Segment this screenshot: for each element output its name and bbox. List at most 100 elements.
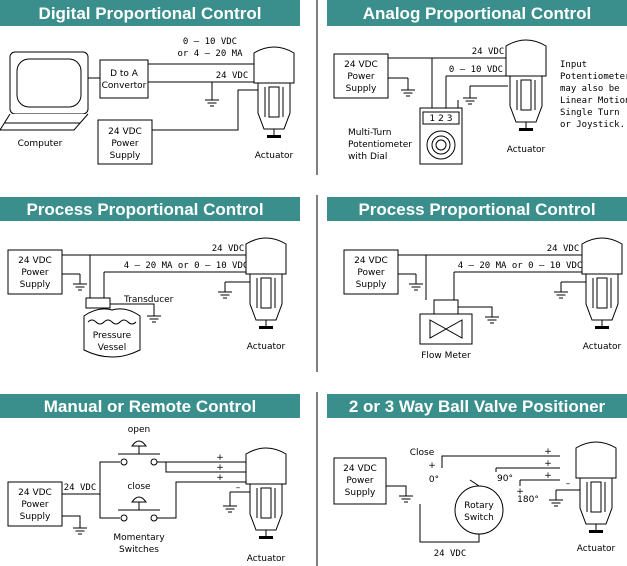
signal-label: 4 – 20 MA or 0 – 10 VDC (124, 261, 249, 271)
panel-analog-proportional: Analog Proportional Control 24 VDC Power… (327, 0, 627, 165)
power-supply-box (7, 481, 63, 527)
pot-label: Potentiometer (348, 140, 412, 150)
panel-process-vessel: Process Proportional Control 24 VDC Powe… (0, 197, 300, 358)
rotary-label: Switch (464, 513, 494, 523)
supply-label: Power (111, 139, 139, 149)
transducer-label: Transducer (123, 295, 174, 305)
panel-manual-remote: Manual or Remote Control 24 VDC Power Su… (0, 394, 300, 564)
ground-icon (408, 283, 424, 291)
actuator-label: Actuator (247, 554, 286, 564)
close-label: close (127, 482, 151, 492)
plus-sign: + (516, 487, 524, 497)
switches-label: Switches (119, 545, 159, 555)
note-text: Input (560, 60, 587, 70)
panel-title: Manual or Remote Control (44, 397, 257, 416)
note-text: may also be (560, 84, 620, 94)
power-supply-box (343, 249, 399, 295)
panel-title: 2 or 3 Way Ball Valve Positioner (349, 397, 606, 416)
supply-label: Power (347, 72, 375, 82)
panel-title: Digital Proportional Control (39, 4, 262, 23)
power-label: 24 VDC (472, 47, 505, 57)
supply-label: Power (21, 500, 49, 510)
switches-label: Momentary (113, 533, 165, 543)
supply-label: 24 VDC (343, 464, 377, 474)
plus-sign: + (428, 461, 436, 471)
supply-label: Supply (20, 280, 51, 290)
actuator-icon (253, 46, 295, 139)
actuator-label: Actuator (577, 544, 616, 554)
plus-sign: + (216, 473, 224, 483)
power-supply-box (333, 457, 387, 505)
pressure-vessel-icon (83, 308, 141, 358)
ground-icon (222, 505, 238, 513)
deg180-label: 180° (517, 495, 539, 505)
ground-icon (400, 89, 416, 97)
power-label: 24 VDC (216, 71, 249, 81)
actuator-icon (245, 447, 287, 540)
supply-label: 24 VDC (18, 256, 52, 266)
minus-sign: – (236, 483, 241, 493)
plus-sign: + (216, 453, 224, 463)
power-supply-box (7, 249, 63, 295)
ground-icon (398, 495, 414, 503)
ground-icon (72, 283, 88, 291)
panel-ball-valve: 2 or 3 Way Ball Valve Positioner 24 VDC … (327, 394, 627, 559)
computer-label: Computer (18, 139, 63, 149)
panel-header (0, 394, 300, 418)
signal-label: or 4 – 20 MA (177, 49, 243, 59)
converter-label: Convertor (102, 81, 147, 91)
supply-label: 24 VDC (354, 256, 388, 266)
transducer-box (85, 297, 111, 309)
close-label: Close (410, 448, 435, 458)
ground-icon (217, 291, 233, 299)
panel-title: Process Proportional Control (358, 200, 595, 219)
supply-label: Supply (20, 512, 51, 522)
panel-header (0, 0, 300, 26)
actuator-icon (505, 39, 547, 132)
pot-label: Multi-Turn (348, 128, 392, 138)
power-label: 24 VDC (547, 244, 580, 254)
open-label: open (128, 425, 150, 435)
deg90-label: 90° (497, 474, 513, 484)
flow-meter-label: Flow Meter (421, 351, 471, 361)
actuator-label: Actuator (247, 342, 286, 352)
ground-icon (462, 97, 478, 105)
plus-sign: + (544, 459, 552, 469)
plus-sign: + (216, 463, 224, 473)
panel-header (327, 197, 627, 221)
signal-label: 0 – 10 VDC (183, 37, 237, 47)
supply-label: Power (21, 268, 49, 278)
supply-label: Supply (345, 488, 376, 498)
panel-header (0, 197, 300, 221)
note-text: Single Turn (560, 108, 620, 118)
panel-title: Process Proportional Control (26, 200, 263, 219)
panel-digital-proportional: Digital Proportional Control Computer D … (0, 0, 300, 165)
actuator-icon (575, 441, 617, 534)
signal-label: 0 – 10 VDC (449, 65, 503, 75)
ground-icon (553, 291, 569, 299)
actuator-label: Actuator (583, 342, 622, 352)
ground-icon (484, 316, 500, 324)
multi-turn-dial-icon (419, 107, 463, 165)
power-label: 24 VDC (64, 483, 97, 493)
actuator-icon (581, 237, 623, 330)
ground-icon (72, 527, 88, 535)
converter-box (99, 59, 149, 99)
flow-meter-icon (419, 299, 473, 345)
rotary-label: Rotary (464, 501, 494, 511)
open-switch-icon (118, 440, 160, 466)
supply-label: 24 VDC (108, 127, 142, 137)
vessel-label: Vessel (98, 343, 126, 353)
actuator-label: Actuator (507, 145, 546, 155)
vessel-label: Pressure (93, 331, 132, 341)
supply-label: Power (346, 476, 374, 486)
power-supply-box (333, 53, 389, 99)
note-text: or Joystick. (560, 120, 625, 130)
power-label: 24 VDC (434, 549, 467, 559)
minus-sign: – (566, 479, 571, 489)
supply-label: 24 VDC (18, 488, 52, 498)
power-label: 24 VDC (212, 244, 245, 254)
computer-icon (0, 51, 89, 131)
signal-label: 4 – 20 MA or 0 – 10 VDC (458, 261, 583, 271)
